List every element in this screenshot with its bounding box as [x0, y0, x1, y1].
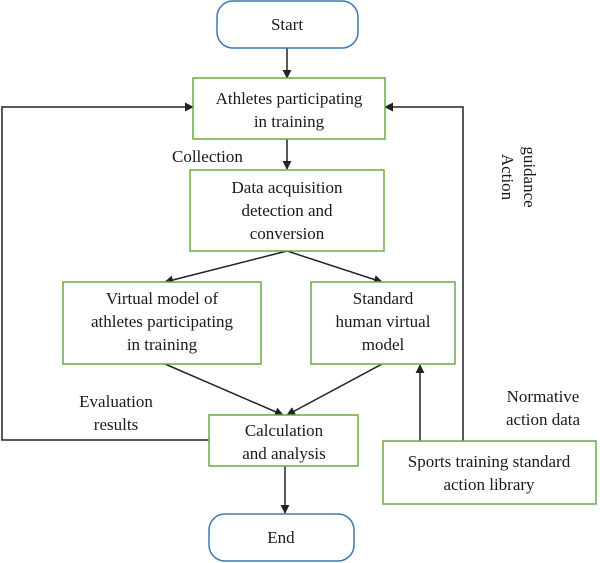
end-label: End: [267, 528, 295, 547]
virtual-model-node: Virtual model of athletes participating …: [62, 281, 262, 365]
start-label: Start: [271, 15, 303, 34]
acquisition-label-line-3: conversion: [250, 224, 325, 243]
acquisition-label-line-1: Data acquisition: [232, 178, 343, 197]
standard-model-label-line-3: model: [362, 335, 405, 354]
athletes-label-line-2: in training: [254, 112, 325, 131]
standard-model-label-line-2: human virtual: [336, 312, 431, 331]
calculation-label-line-2: and analysis: [242, 444, 326, 463]
acquisition-label-line-2: detection and: [241, 201, 333, 220]
normative-label-line-1: Normative: [507, 387, 580, 406]
collection-label: Collection: [172, 147, 243, 166]
virtual-model-label-line-1: Virtual model of: [106, 289, 219, 308]
start-node: Start: [216, 0, 359, 49]
end-node: End: [208, 513, 355, 562]
library-label-line-1: Sports training standard: [408, 452, 571, 471]
action-guidance-label-line-2: guidance: [520, 146, 539, 207]
evaluation-label-line-1: Evaluation: [79, 392, 153, 411]
calculation-node: Calculation and analysis: [208, 414, 359, 467]
acquisition-node: Data acquisition detection and conversio…: [189, 169, 385, 252]
library-node: Sports training standard action library: [382, 440, 597, 505]
arrow-acquisition-to-virtual-model: [164, 250, 288, 285]
virtual-model-label-line-3: in training: [127, 335, 198, 354]
athletes-label-line-1: Athletes participating: [216, 89, 363, 108]
evaluation-label-line-2: results: [94, 415, 138, 434]
arrow-action-guidance: [384, 102, 464, 441]
athletes-node: Athletes participating in training: [192, 77, 386, 140]
action-guidance-label-line-1: Action: [498, 154, 517, 201]
calculation-label-line-1: Calculation: [245, 421, 324, 440]
library-label-line-2: action library: [443, 475, 535, 494]
standard-model-label-line-1: Standard: [353, 289, 414, 308]
arrow-acquisition-to-standard-model: [286, 250, 383, 284]
arrow-virtual-model-to-calculation: [164, 363, 284, 416]
arrow-standard-model-to-calculation: [286, 363, 383, 416]
normative-label-line-2: action data: [506, 410, 581, 429]
virtual-model-label-line-2: athletes participating: [91, 312, 234, 331]
standard-model-node: Standard human virtual model: [310, 281, 456, 365]
arrow-evaluation-feedback: [1, 102, 209, 441]
action-guidance-label: Action guidance: [498, 146, 539, 207]
